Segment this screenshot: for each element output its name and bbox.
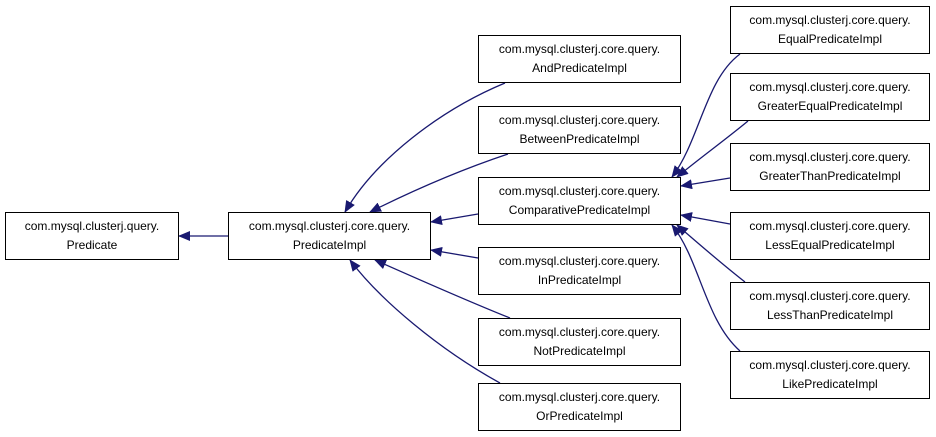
edge-comparative-to-predicateimpl: [430, 213, 479, 226]
node-or-package: com.mysql.clusterj.core.query.: [498, 390, 661, 404]
node-in-package: com.mysql.clusterj.core.query.: [498, 254, 661, 268]
node-predicateimpl[interactable]: com.mysql.clusterj.core.query. Predicate…: [228, 212, 431, 260]
node-comparative-package: com.mysql.clusterj.core.query.: [498, 184, 661, 198]
node-and-package: com.mysql.clusterj.core.query.: [498, 42, 661, 56]
edge-not-to-predicateimpl: [374, 259, 511, 319]
node-equalpredicateimpl[interactable]: com.mysql.clusterj.core.query. EqualPred…: [730, 6, 930, 54]
node-between-class: BetweenPredicateImpl: [519, 132, 640, 146]
node-predicate[interactable]: com.mysql.clusterj.query. Predicate: [5, 212, 179, 260]
node-predicateimpl-class: PredicateImpl: [292, 238, 367, 252]
node-predicate-class: Predicate: [66, 238, 118, 252]
node-lessequal-package: com.mysql.clusterj.core.query.: [749, 219, 911, 233]
node-orpredicateimpl[interactable]: com.mysql.clusterj.core.query. OrPredica…: [478, 383, 681, 431]
edge-equal-to-comparative: [671, 53, 741, 178]
edge-lessthan-to-comparative: [676, 224, 746, 283]
node-comparativepredicateimpl[interactable]: com.mysql.clusterj.core.query. Comparati…: [478, 177, 681, 225]
node-predicate-package: com.mysql.clusterj.query.: [24, 219, 160, 233]
node-lessthan-package: com.mysql.clusterj.core.query.: [749, 289, 911, 303]
edge-and-to-predicateimpl: [344, 82, 506, 213]
edge-between-to-predicateimpl: [369, 153, 509, 213]
node-not-class: NotPredicateImpl: [533, 344, 626, 358]
node-greaterthan-class: GreaterThanPredicateImpl: [759, 169, 901, 183]
edge-in-to-predicateimpl: [430, 246, 479, 259]
node-lessequal-class: LessEqualPredicateImpl: [765, 238, 895, 252]
edge-like-to-comparative: [671, 224, 741, 352]
node-equal-class: EqualPredicateImpl: [777, 32, 883, 46]
node-lessthan-class: LessThanPredicateImpl: [766, 308, 894, 322]
node-or-class: OrPredicateImpl: [536, 409, 623, 423]
node-greaterequal-package: com.mysql.clusterj.core.query.: [749, 80, 911, 94]
edge-greaterthan-to-comparative: [680, 177, 731, 190]
node-greaterthan-package: com.mysql.clusterj.core.query.: [749, 150, 911, 164]
node-like-package: com.mysql.clusterj.core.query.: [749, 358, 911, 372]
node-lessthanpredicateimpl[interactable]: com.mysql.clusterj.core.query. LessThanP…: [730, 282, 930, 330]
node-greaterequalpredicateimpl[interactable]: com.mysql.clusterj.core.query. GreaterEq…: [730, 73, 930, 121]
node-comparative-class: ComparativePredicateImpl: [508, 203, 651, 217]
node-greaterthanpredicateimpl[interactable]: com.mysql.clusterj.core.query. GreaterTh…: [730, 143, 930, 191]
node-and-class: AndPredicateImpl: [532, 61, 627, 75]
node-greaterequal-class: GreaterEqualPredicateImpl: [757, 99, 903, 113]
node-not-package: com.mysql.clusterj.core.query.: [498, 325, 661, 339]
edge-greaterequal-to-comparative: [676, 120, 749, 178]
node-betweenpredicateimpl[interactable]: com.mysql.clusterj.core.query. BetweenPr…: [478, 106, 681, 154]
edge-or-to-predicateimpl: [349, 259, 501, 384]
node-lessequalpredicateimpl[interactable]: com.mysql.clusterj.core.query. LessEqual…: [730, 212, 930, 260]
node-inpredicateimpl[interactable]: com.mysql.clusterj.core.query. InPredica…: [478, 247, 681, 295]
node-likepredicateimpl[interactable]: com.mysql.clusterj.core.query. LikePredi…: [730, 351, 930, 399]
node-equal-package: com.mysql.clusterj.core.query.: [749, 13, 911, 27]
node-andpredicateimpl[interactable]: com.mysql.clusterj.core.query. AndPredic…: [478, 35, 681, 83]
edge-lessequal-to-comparative: [680, 212, 731, 225]
node-like-class: LikePredicateImpl: [782, 377, 878, 391]
node-predicateimpl-package: com.mysql.clusterj.core.query.: [248, 219, 411, 233]
node-in-class: InPredicateImpl: [537, 273, 622, 287]
node-between-package: com.mysql.clusterj.core.query.: [498, 113, 661, 127]
node-notpredicateimpl[interactable]: com.mysql.clusterj.core.query. NotPredic…: [478, 318, 681, 366]
